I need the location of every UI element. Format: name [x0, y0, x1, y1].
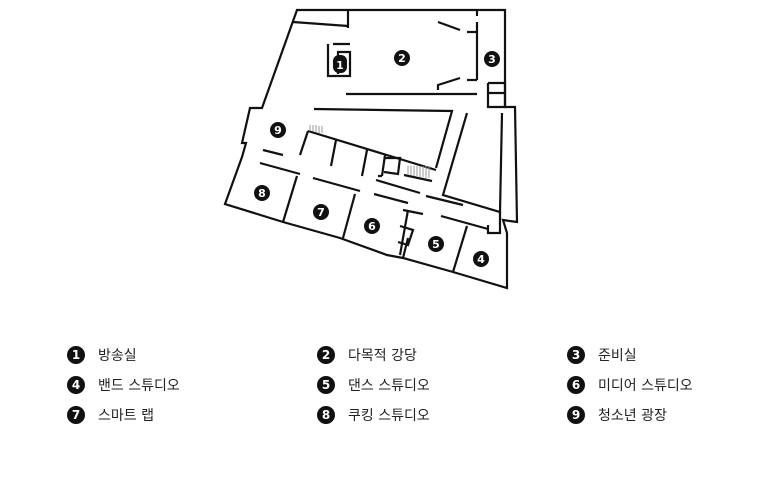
svg-text:7: 7 [317, 206, 325, 219]
room-name: 미디어 스튜디오 [598, 378, 693, 394]
svg-text:1: 1 [336, 59, 344, 72]
room-marker-8: 8 [254, 185, 270, 201]
number-badge: 4 [67, 376, 85, 394]
svg-text:3: 3 [488, 53, 496, 66]
number-badge: 1 [67, 346, 85, 364]
number-badge: 6 [567, 376, 585, 394]
room-marker-3: 3 [484, 51, 500, 67]
floor-plan: 1 2 3 4 5 6 7 8 9 [223, 8, 519, 290]
room-name: 스마트 랩 [98, 408, 154, 424]
room-marker-2: 2 [394, 50, 410, 66]
outer-wall [223, 8, 519, 290]
legend-item: 1 방송실 [67, 344, 137, 366]
number-badge: 8 [317, 406, 335, 424]
svg-text:9: 9 [274, 124, 282, 137]
legend-item: 3 준비실 [567, 344, 637, 366]
number-badge: 5 [317, 376, 335, 394]
legend-item: 5 댄스 스튜디오 [317, 374, 430, 396]
svg-text:5: 5 [432, 238, 440, 251]
number-badge: 7 [67, 406, 85, 424]
room-marker-5: 5 [428, 236, 444, 252]
legend-item: 9 청소년 광장 [567, 404, 667, 426]
room-name: 청소년 광장 [598, 408, 667, 424]
room-marker-6: 6 [364, 218, 380, 234]
legend-item: 2 다목적 강당 [317, 344, 417, 366]
svg-text:8: 8 [258, 187, 266, 200]
room-name: 쿠킹 스튜디오 [348, 408, 430, 424]
legend-item: 8 쿠킹 스튜디오 [317, 404, 430, 426]
room-marker-7: 7 [313, 204, 329, 220]
number-badge: 9 [567, 406, 585, 424]
svg-text:2: 2 [398, 52, 406, 65]
room-name: 다목적 강당 [348, 348, 417, 364]
number-badge: 2 [317, 346, 335, 364]
legend-item: 6 미디어 스튜디오 [567, 374, 693, 396]
legend-item: 4 밴드 스튜디오 [67, 374, 180, 396]
room-name: 댄스 스튜디오 [348, 378, 430, 394]
room-marker-1: 1 [333, 55, 347, 73]
svg-text:6: 6 [368, 220, 376, 233]
room-name: 방송실 [98, 348, 137, 364]
room-marker-9: 9 [270, 122, 286, 138]
legend-item: 7 스마트 랩 [67, 404, 154, 426]
room-name: 준비실 [598, 348, 637, 364]
svg-text:4: 4 [477, 253, 485, 266]
room-marker-4: 4 [473, 251, 489, 267]
room-name: 밴드 스튜디오 [98, 378, 180, 394]
number-badge: 3 [567, 346, 585, 364]
